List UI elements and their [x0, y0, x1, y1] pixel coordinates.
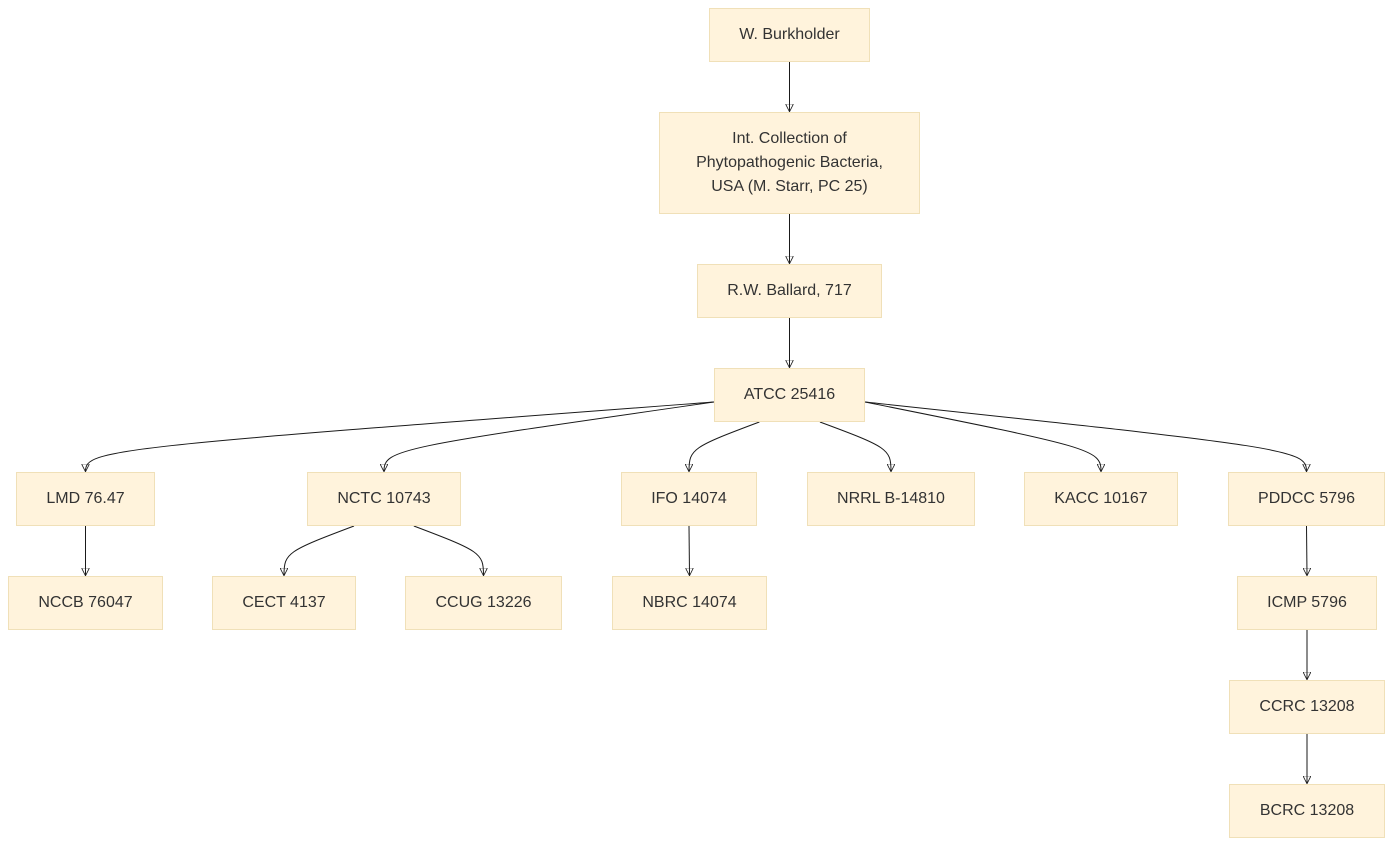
node-atcc-25416: ATCC 25416 [714, 368, 865, 422]
edge-atcc-to-lmd [85, 401, 715, 471]
edge-nctc-to-ccug [413, 525, 484, 575]
edge-atcc-to-ifo [689, 421, 760, 471]
node-lmd-76-47: LMD 76.47 [16, 472, 155, 526]
node-nrrl-b-14810: NRRL B-14810 [807, 472, 975, 526]
node-label: R.W. Ballard, 717 [727, 282, 852, 299]
node-label: IFO 14074 [651, 490, 727, 507]
node-label: Int. Collection of Phytopathogenic Bacte… [696, 127, 883, 199]
edge-atcc-to-kacc [864, 401, 1101, 471]
edge-atcc-to-nrrl [819, 421, 891, 471]
node-bcrc-13208: BCRC 13208 [1229, 784, 1385, 838]
node-ifo-14074: IFO 14074 [621, 472, 757, 526]
node-kacc-10167: KACC 10167 [1024, 472, 1178, 526]
node-pddcc-5796: PDDCC 5796 [1228, 472, 1385, 526]
node-label: CCRC 13208 [1259, 698, 1355, 715]
edge-pddcc-to-icmp [1307, 525, 1308, 575]
node-label: KACC 10167 [1054, 490, 1148, 507]
node-label-line: Int. Collection of [732, 130, 847, 147]
edge-ifo-to-nbrc [689, 525, 690, 575]
node-int-collection-phytopathogenic-bacteria: Int. Collection of Phytopathogenic Bacte… [659, 112, 920, 214]
node-label: NRRL B-14810 [837, 490, 945, 507]
node-label-line: Phytopathogenic Bacteria, [696, 154, 883, 171]
node-label: ATCC 25416 [743, 386, 836, 403]
node-label: NCTC 10743 [337, 490, 431, 507]
node-icmp-5796: ICMP 5796 [1237, 576, 1377, 630]
node-label: CECT 4137 [242, 594, 326, 611]
edge-atcc-to-pddcc [864, 401, 1307, 471]
edge-atcc-to-nctc [384, 401, 715, 471]
node-label: CCUG 13226 [435, 594, 532, 611]
node-w-burkholder: W. Burkholder [709, 8, 870, 62]
node-label: NCCB 76047 [38, 594, 133, 611]
node-label: ICMP 5796 [1267, 594, 1347, 611]
node-label: BCRC 13208 [1259, 802, 1355, 819]
node-label: PDDCC 5796 [1258, 490, 1355, 507]
node-label: W. Burkholder [739, 26, 840, 43]
node-nctc-10743: NCTC 10743 [307, 472, 461, 526]
node-cect-4137: CECT 4137 [212, 576, 356, 630]
node-label: NBRC 14074 [642, 594, 737, 611]
node-rw-ballard: R.W. Ballard, 717 [697, 264, 882, 318]
node-ccrc-13208: CCRC 13208 [1229, 680, 1385, 734]
node-nccb-76047: NCCB 76047 [8, 576, 163, 630]
node-ccug-13226: CCUG 13226 [405, 576, 562, 630]
node-label: LMD 76.47 [46, 490, 125, 507]
node-nbrc-14074: NBRC 14074 [612, 576, 767, 630]
edge-nctc-to-cect [284, 525, 355, 575]
node-label-line: USA (M. Starr, PC 25) [711, 178, 868, 195]
